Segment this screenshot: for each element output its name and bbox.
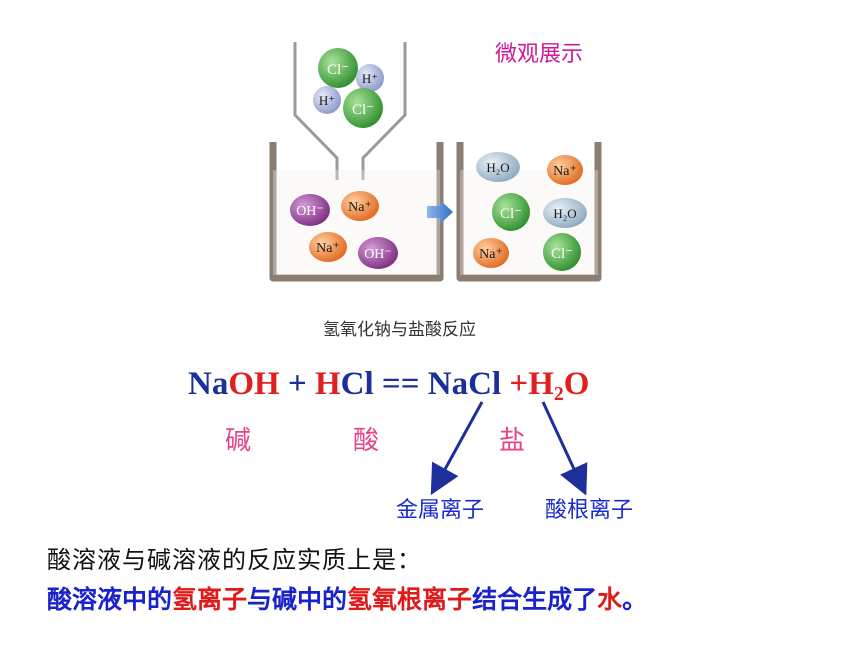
svg-text:Na⁺: Na⁺ (553, 164, 577, 179)
eq-o: O (563, 366, 590, 402)
slide-title: 微观展示 (495, 42, 584, 67)
label-base: 碱 (225, 426, 252, 456)
svg-text:Cl⁻: Cl⁻ (551, 246, 573, 262)
label-metal-ion: 金属离子 (396, 498, 485, 523)
arrow-to-acid-radical (541, 401, 588, 495)
label-salt: 盐 (499, 426, 526, 456)
st-part-3: 与碱中的 (247, 585, 348, 614)
svg-text:H₂O: H₂O (486, 160, 509, 175)
svg-text:H⁺: H⁺ (319, 93, 335, 108)
svg-text:Na⁺: Na⁺ (316, 241, 340, 256)
ion-h-2: H⁺ (313, 86, 341, 114)
ion-na-1: Na⁺ (341, 191, 379, 221)
eq-plus-1: + (279, 366, 315, 402)
svg-text:OH⁻: OH⁻ (296, 204, 324, 219)
ion-oh-2: OH⁻ (358, 237, 398, 269)
ion-h-1: H⁺ (356, 64, 384, 92)
eq-plus-2: + (501, 366, 529, 402)
ion-h2o-1: H₂O (476, 152, 520, 182)
eq-hcl: Cl (340, 366, 374, 402)
ion-na-3: Na⁺ (547, 155, 583, 185)
ion-oh-1: OH⁻ (290, 194, 330, 226)
reaction-illustration: Cl⁻ H⁺ H⁺ Cl⁻ OH⁻ Na⁺ Na⁺ OH⁻ H₂O Na⁺ (269, 42, 602, 282)
ion-cl-4: Cl⁻ (543, 233, 581, 271)
eq-nacl: NaCl (427, 366, 502, 402)
dropper (293, 42, 407, 180)
eq-hcl-h: H (315, 366, 341, 402)
st-period: 。 (622, 585, 648, 614)
st-part-5: 结合生成了 (472, 585, 598, 614)
st-part-1: 酸溶液中的 (47, 585, 173, 614)
statement-line-2: 酸溶液中的氢离子与碱中的氢氧根离子结合生成了水。 (47, 580, 647, 616)
st-hydroxide-ion: 氢氧根离子 (347, 585, 473, 614)
svg-text:H⁺: H⁺ (362, 71, 378, 86)
label-acid-radical-ion: 酸根离子 (545, 498, 634, 523)
ion-cl-2: Cl⁻ (343, 88, 383, 128)
st-water: 水 (597, 585, 623, 614)
eq-equals: == (373, 366, 428, 402)
salt-ion-arrows (430, 401, 588, 495)
chemical-equation: NaOH + HCl == NaCl +H2O (188, 366, 589, 406)
arrow-to-metal-ion (430, 401, 484, 495)
ion-h2o-2: H₂O (543, 198, 587, 228)
svg-text:Na⁺: Na⁺ (348, 200, 372, 215)
ion-cl-3: Cl⁻ (492, 193, 530, 231)
ion-cl-1: Cl⁻ (318, 48, 358, 88)
svg-text:Cl⁻: Cl⁻ (327, 62, 349, 78)
svg-text:Cl⁻: Cl⁻ (352, 102, 374, 118)
eq-oh: OH (228, 366, 280, 402)
svg-text:Cl⁻: Cl⁻ (500, 206, 522, 222)
svg-text:Na⁺: Na⁺ (479, 247, 503, 262)
ion-na-2: Na⁺ (309, 232, 347, 262)
statement-line-1: 酸溶液与碱溶液的反应实质上是： (47, 546, 422, 574)
svg-text:OH⁻: OH⁻ (364, 247, 392, 262)
reaction-arrow (427, 200, 453, 224)
ion-na-4: Na⁺ (473, 238, 509, 268)
svg-text:H₂O: H₂O (553, 206, 576, 221)
eq-h: H (528, 366, 554, 402)
illustration-caption: 氢氧化钠与盐酸反应 (323, 320, 476, 340)
eq-sub-2: 2 (553, 383, 564, 405)
st-hydrogen-ion: 氢离子 (172, 585, 248, 614)
label-acid: 酸 (353, 426, 380, 456)
eq-na: Na (188, 366, 229, 402)
